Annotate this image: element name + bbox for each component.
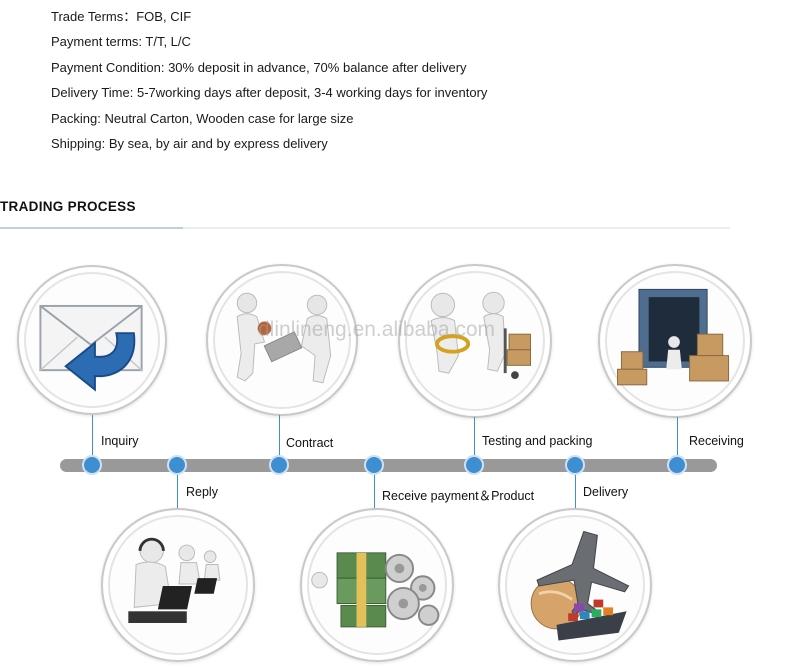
reply-dot — [167, 455, 187, 475]
section-divider — [0, 227, 730, 229]
payment-terms-line: Payment terms: T/T, L/C — [51, 34, 191, 50]
testing-connector — [474, 417, 475, 465]
section-divider-accent — [0, 227, 183, 229]
contract-dot — [269, 455, 289, 475]
trade-terms-list: Trade Terms：FOB, CIF Payment terms: T/T,… — [51, 6, 487, 158]
receiving-connector — [677, 417, 678, 465]
receiving-image — [598, 264, 752, 418]
watermark: dlinlineng.en.alibaba.com — [258, 318, 495, 341]
inquiry-connector — [92, 415, 93, 465]
payment-condition-line: Payment Condition: 30% deposit in advanc… — [51, 59, 467, 75]
payment-image — [300, 508, 454, 662]
container-boxes-icon — [617, 288, 730, 386]
payment-dot — [364, 455, 384, 475]
step-label-inquiry: Inquiry — [101, 434, 139, 448]
delivery-time-line: Delivery Time: 5-7working days after dep… — [51, 85, 488, 101]
people-handshake-icon — [236, 292, 332, 384]
payment-connector — [374, 465, 375, 515]
reply-image — [101, 508, 255, 662]
step-label-contract: Contract — [286, 436, 334, 450]
step-label-payment: Receive payment＆Product — [382, 489, 535, 503]
receiving-dot — [667, 455, 687, 475]
packing-line: Packing: Neutral Carton, Wooden case for… — [51, 110, 354, 126]
call-center-icon — [128, 537, 221, 623]
envelope-arrow-icon — [39, 304, 143, 392]
reply-connector — [177, 465, 178, 515]
step-label-reply: Reply — [186, 485, 218, 499]
step-label-receiving: Receiving — [689, 434, 744, 448]
magnifier-cart-icon — [430, 291, 532, 379]
timeline-bar — [60, 459, 717, 472]
testing-packing-image — [398, 264, 552, 418]
inquiry-dot — [82, 455, 102, 475]
delivery-image — [498, 508, 652, 662]
step-label-delivery: Delivery — [583, 485, 629, 499]
plane-globe-ship-icon — [530, 530, 630, 641]
contract-image — [206, 264, 358, 416]
contract-connector — [279, 415, 280, 465]
money-gears-icon — [311, 552, 440, 628]
trade-terms-line: Trade Terms：FOB, CIF — [51, 9, 192, 24]
testing-dot — [464, 455, 484, 475]
inquiry-image — [17, 265, 167, 415]
delivery-dot — [565, 455, 585, 475]
section-title: TRADING PROCESS — [0, 199, 136, 214]
shipping-line: Shipping: By sea, by air and by express … — [51, 135, 328, 151]
delivery-connector — [575, 465, 576, 515]
step-label-testing: Testing and packing — [482, 434, 593, 448]
